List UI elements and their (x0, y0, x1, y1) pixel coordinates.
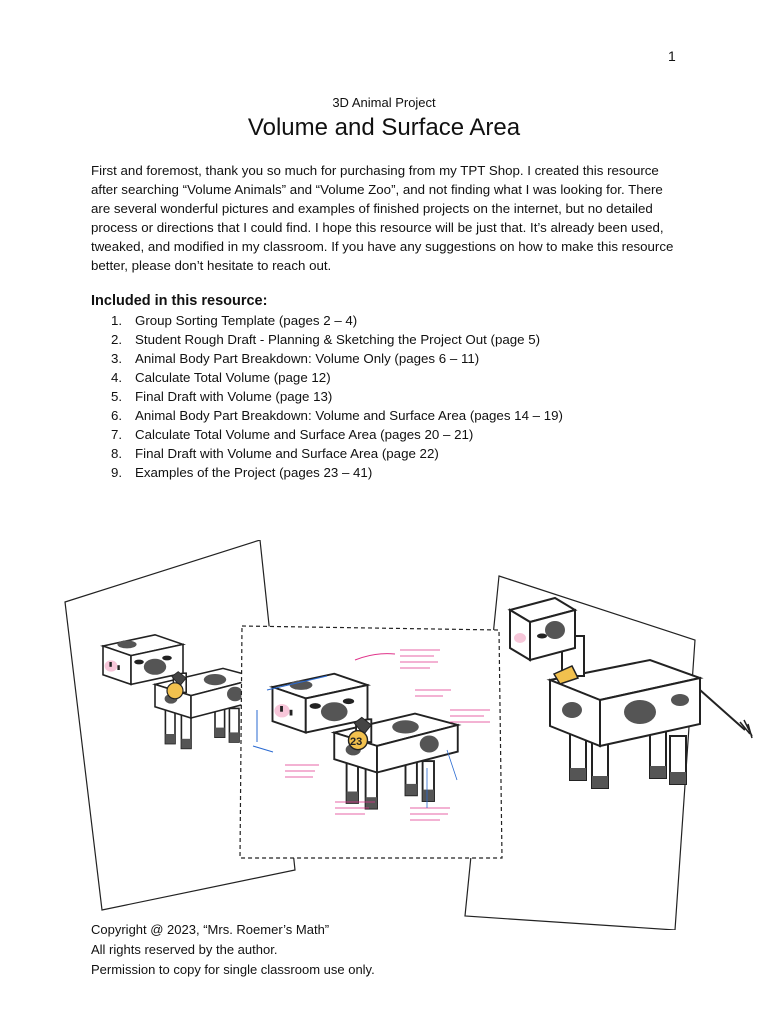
list-item: 1.Group Sorting Template (pages 2 – 4) (111, 313, 358, 328)
included-list: 1.Group Sorting Template (pages 2 – 4) 2… (111, 311, 563, 482)
included-heading: Included in this resource: (91, 293, 268, 309)
page-subtitle: 3D Animal Project (332, 95, 436, 110)
list-item: 5.Final Draft with Volume (page 13) (111, 389, 333, 404)
list-item: 6.Animal Body Part Breakdown: Volume and… (111, 408, 563, 423)
rights-line: All rights reserved by the author. (91, 942, 278, 957)
example-sheet-right (464, 575, 753, 930)
example-sheet-left (64, 540, 296, 911)
list-item: 3.Animal Body Part Breakdown: Volume Onl… (111, 351, 480, 366)
list-item: 9.Examples of the Project (pages 23 – 41… (111, 465, 373, 480)
page-number: 1 (668, 48, 676, 64)
example-sheet-center: 23 (239, 625, 503, 859)
list-item: 2.Student Rough Draft - Planning & Sketc… (111, 332, 541, 347)
ear-tag-label: 23 (350, 736, 362, 748)
list-item: 8.Final Draft with Volume and Surface Ar… (111, 446, 439, 461)
permission-line: Permission to copy for single classroom … (91, 962, 375, 977)
page-title: Volume and Surface Area (247, 114, 521, 141)
copyright-block: Copyright @ 2023, “Mrs. Roemer’s Math” A… (91, 920, 375, 980)
copyright-line: Copyright @ 2023, “Mrs. Roemer’s Math” (91, 922, 330, 937)
list-item: 4.Calculate Total Volume (page 12) (111, 370, 331, 385)
list-item: 7.Calculate Total Volume and Surface Are… (111, 427, 474, 442)
cow-examples-illustration: 23 (64, 540, 753, 930)
intro-paragraph: First and foremost, thank you so much fo… (91, 163, 674, 273)
